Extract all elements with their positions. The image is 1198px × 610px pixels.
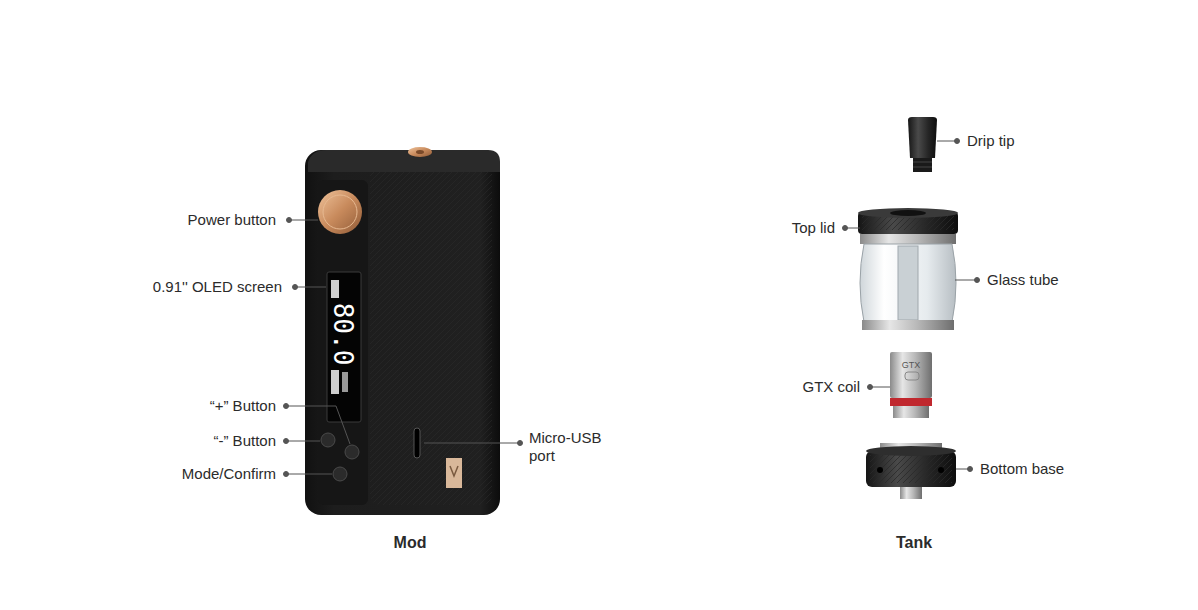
part-label: 0.91'' OLED screen <box>153 278 282 296</box>
coil-marking: GTX <box>902 360 921 370</box>
group-caption: Mod <box>394 534 427 552</box>
part-label: Glass tube <box>987 271 1059 289</box>
part-label: GTX coil <box>802 378 860 396</box>
screen-readout: 80.0 <box>329 303 357 366</box>
part-label: Drip tip <box>967 132 1015 150</box>
part-label: Power button <box>188 211 276 229</box>
part-label: Top lid <box>792 219 835 237</box>
part-label: Mode/Confirm <box>182 465 276 483</box>
part-label: Bottom base <box>980 460 1064 478</box>
part-label: “-” Button <box>213 432 276 450</box>
group-caption: Tank <box>896 534 932 552</box>
part-label: “+” Button <box>210 397 276 415</box>
part-label: Micro-USB port <box>529 429 624 465</box>
